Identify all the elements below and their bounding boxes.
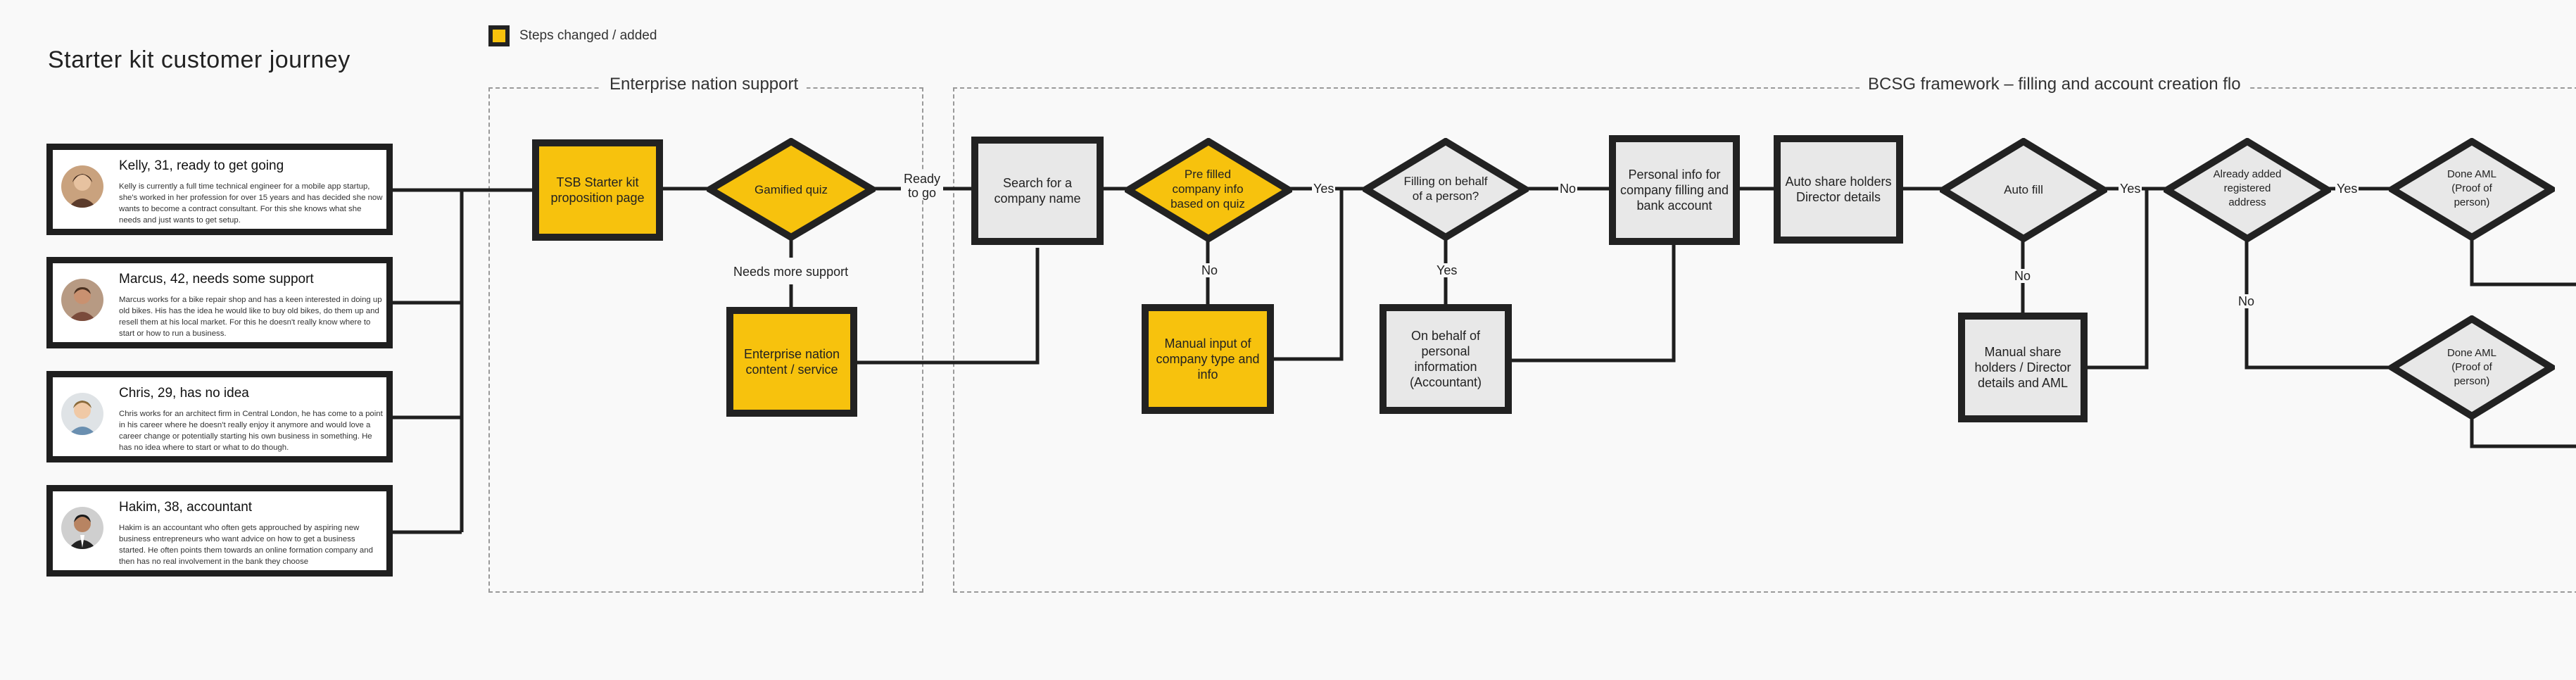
persona-card-marcus[interactable]: Marcus, 42, needs some support Marcus wo… — [46, 257, 393, 348]
gamified-quiz-label: Gamified quiz — [755, 182, 828, 196]
prefilled-company-info-diamond[interactable] — [1125, 138, 1292, 242]
tsb-starter-kit-node[interactable]: TSB Starter kit proposition page — [532, 139, 663, 241]
avatar — [61, 165, 103, 208]
done-aml-label-2: Done AML (Proof of person) — [2446, 347, 2497, 387]
avatar — [61, 507, 103, 549]
auto-fill-diamond[interactable] — [1940, 138, 2107, 242]
persona-name: Marcus, 42, needs some support — [119, 272, 314, 287]
search-company-name-node[interactable]: Search for a company name — [971, 137, 1104, 245]
edge-label-ready: Ready to go — [901, 172, 943, 200]
avatar — [61, 279, 103, 321]
edge-label-yes: Yes — [2335, 182, 2359, 196]
edge-label-no: No — [1200, 263, 1220, 277]
edge-label-needs-support: Needs more support — [732, 265, 850, 279]
persona-description: Hakim is an accountant who often gets ap… — [119, 524, 373, 566]
already-added-address-label: Already added registered address — [2213, 168, 2282, 208]
persona-name: Chris, 29, has no idea — [119, 386, 249, 401]
done-aml-label-1: Done AML (Proof of person) — [2446, 168, 2497, 208]
edge-label-yes: Yes — [1435, 263, 1459, 277]
manual-input-node[interactable]: Manual input of company type and info — [1142, 304, 1274, 414]
persona-description: Chris works for an architect firm in Cen… — [119, 410, 383, 452]
personal-info-node[interactable]: Personal info for company filling and ba… — [1609, 135, 1740, 245]
persona-name: Kelly, 31, ready to get going — [119, 158, 284, 173]
already-added-address-diamond[interactable] — [2164, 138, 2331, 242]
page-title: Starter kit customer journey — [48, 46, 351, 73]
auto-fill-label: Auto fill — [2004, 182, 2043, 196]
persona-card-kelly[interactable]: Kelly, 31, ready to get going Kelly is c… — [46, 144, 393, 235]
enterprise-region-title: Enterprise nation support — [601, 75, 807, 94]
avatar — [61, 393, 103, 435]
persona-card-hakim[interactable]: Hakim, 38, accountant Hakim is an accoun… — [46, 485, 393, 577]
persona-name: Hakim, 38, accountant — [119, 500, 253, 515]
manual-share-holders-node[interactable]: Manual share holders / Director details … — [1958, 313, 2088, 422]
bcsg-region-title: BCSG framework – filling and account cre… — [1860, 75, 2249, 94]
gamified-quiz-diamond[interactable] — [707, 138, 876, 241]
prefilled-company-info-label: Pre filled company info based on quiz — [1170, 167, 1245, 210]
edge-label-no: No — [2237, 294, 2256, 308]
filling-behalf-diamond[interactable] — [1363, 138, 1529, 241]
persona-description: Kelly is currently a full time technical… — [119, 182, 383, 225]
done-aml-diamond-2[interactable] — [2389, 315, 2555, 420]
legend: Steps changed / added — [488, 25, 657, 46]
bcsg-region — [953, 87, 2576, 593]
legend-label: Steps changed / added — [519, 28, 657, 43]
auto-share-holders-node[interactable]: Auto share holders Director details — [1774, 135, 1903, 244]
edge-label-yes: Yes — [2119, 182, 2142, 196]
on-behalf-node[interactable]: On behalf of personal information (Accou… — [1379, 304, 1512, 414]
edge-label-no: No — [2013, 269, 2033, 283]
persona-card-chris[interactable]: Chris, 29, has no idea Chris works for a… — [46, 371, 393, 462]
legend-swatch — [488, 25, 510, 46]
edge-label-yes: Yes — [1312, 182, 1336, 196]
filling-behalf-label: Filling on behalf of a person? — [1403, 175, 1488, 203]
edge-label-no: No — [1558, 182, 1578, 196]
done-aml-diamond-1[interactable] — [2389, 138, 2555, 241]
persona-description: Marcus works for a bike repair shop and … — [119, 296, 382, 338]
enterprise-nation-content-node[interactable]: Enterprise nation content / service — [726, 307, 857, 417]
